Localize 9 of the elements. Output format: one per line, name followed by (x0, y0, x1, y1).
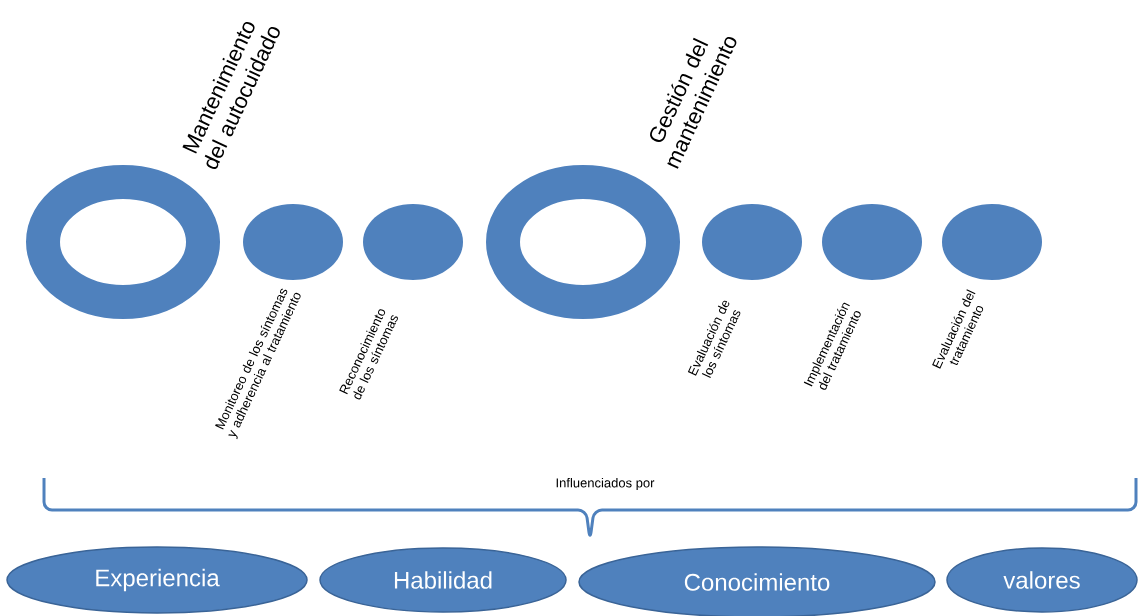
oval: Experiencia (6, 546, 308, 614)
filled-circle (942, 204, 1042, 280)
filled-circle (243, 204, 343, 280)
oval: Habilidad (319, 547, 567, 613)
filled-circle (363, 204, 463, 280)
oval: Conocimiento (578, 546, 936, 616)
oval: valores (946, 547, 1138, 613)
filled-circle (702, 204, 802, 280)
filled-circle (822, 204, 922, 280)
